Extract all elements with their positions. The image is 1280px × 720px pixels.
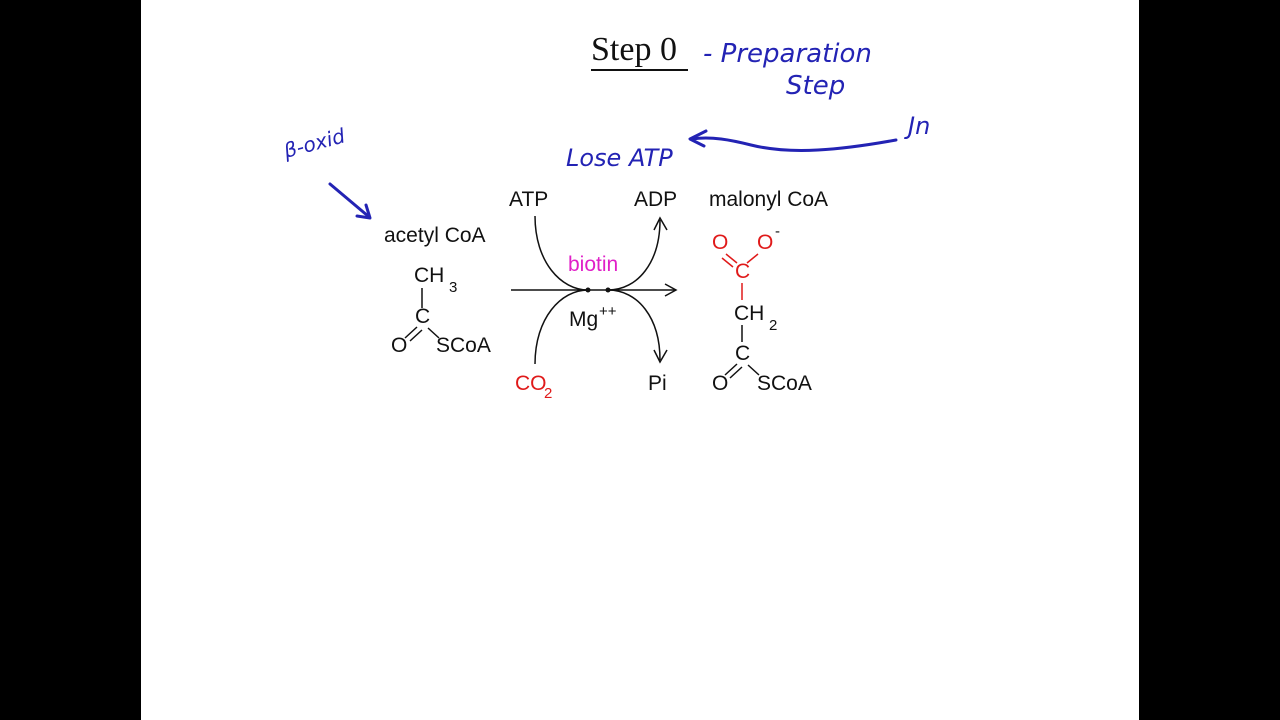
reaction-diagram: Step 0 - Preparation Step Lose ATP β-oxi… xyxy=(280,31,930,402)
whiteboard: Step 0 - Preparation Step Lose ATP β-oxi… xyxy=(141,0,1139,720)
biotin-label: biotin xyxy=(568,253,618,276)
atp-curve xyxy=(534,215,589,291)
adp-arrowhead xyxy=(653,216,668,231)
ink-arrow-line xyxy=(690,136,898,152)
acetyl-ch-subscript: 3 xyxy=(449,279,457,296)
malonyl-carboxyl-double-1 xyxy=(725,253,738,264)
pi-label: Pi xyxy=(648,372,667,395)
co2-label: CO xyxy=(515,372,547,395)
ink-arrow-acetyl-line xyxy=(328,182,370,218)
adp-label: ADP xyxy=(634,188,677,211)
annotation-preparation: - Preparation xyxy=(703,39,872,69)
acetyl-scoa: SCoA xyxy=(436,334,491,357)
ink-arrow-head xyxy=(688,129,708,148)
acetyl-double-bond-1 xyxy=(404,326,418,339)
pi-arrowhead xyxy=(653,349,668,364)
malonyl-scoa: SCoA xyxy=(757,372,812,395)
main-reaction-arrowhead xyxy=(664,283,678,297)
malonyl-bond-s xyxy=(747,364,760,376)
adp-curve xyxy=(607,219,661,291)
acetyl-o: O xyxy=(391,334,407,357)
malonyl-carboxyl-double-2 xyxy=(721,257,734,268)
malonyl-coa-label: malonyl CoA xyxy=(709,188,828,211)
malonyl-o-single: O xyxy=(757,231,773,254)
acetyl-bond-s xyxy=(427,327,440,339)
annotation-lose-atp: Lose ATP xyxy=(566,144,673,172)
malonyl-carboxyl-single xyxy=(746,253,759,264)
annotation-beta-oxidation: β-oxid xyxy=(280,123,348,163)
mg-label: Mg xyxy=(569,308,598,331)
co2-subscript: 2 xyxy=(544,385,552,402)
biotin-junction-right xyxy=(605,287,611,293)
co2-curve xyxy=(534,289,589,365)
acetyl-c: C xyxy=(415,305,430,328)
biotin-junction-left xyxy=(585,287,591,293)
malonyl-o: O xyxy=(712,372,728,395)
malonyl-o-double: O xyxy=(712,231,728,254)
atp-label: ATP xyxy=(509,188,548,211)
acetyl-ch: CH xyxy=(414,264,444,287)
ink-arrow-acetyl-head xyxy=(355,203,372,220)
slide-title: Step 0 xyxy=(591,31,677,68)
acetyl-double-bond-2 xyxy=(409,329,423,342)
malonyl-ch-subscript: 2 xyxy=(769,317,777,334)
malonyl-charge: - xyxy=(775,223,780,240)
malonyl-c1: C xyxy=(735,260,750,283)
mg-charge: ++ xyxy=(599,303,617,320)
acetyl-coa-label: acetyl CoA xyxy=(384,224,486,247)
annotation-step: Step xyxy=(786,71,845,101)
malonyl-double-bond-1 xyxy=(724,363,738,376)
annotation-right-edge: Jn xyxy=(904,112,930,140)
malonyl-c2: C xyxy=(735,342,750,365)
malonyl-double-bond-2 xyxy=(729,366,743,379)
pi-curve xyxy=(607,289,661,361)
malonyl-ch: CH xyxy=(734,302,764,325)
